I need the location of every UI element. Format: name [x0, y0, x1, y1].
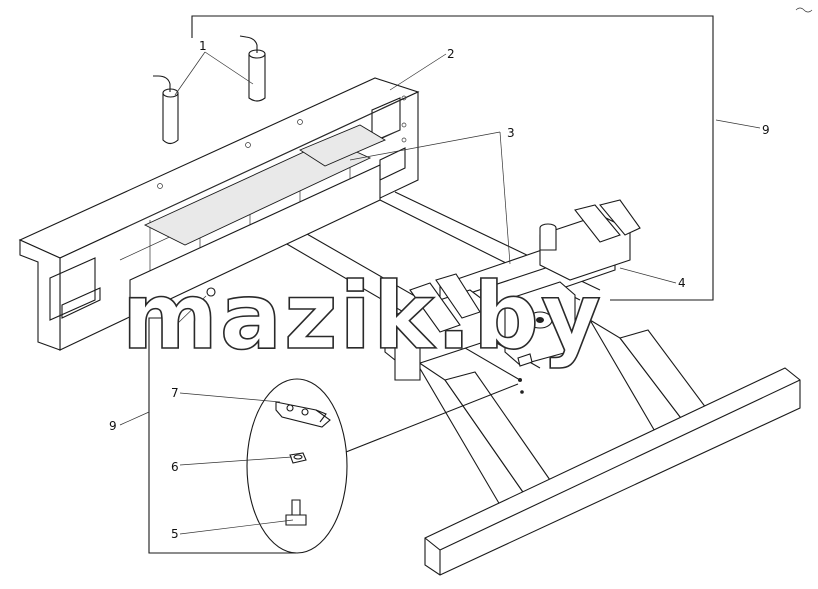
- watermark-text: mazik.by: [122, 263, 603, 370]
- label-part-2: 2: [447, 47, 455, 61]
- main-frame-part-2: [18, 77, 420, 351]
- label-part-9-left: 9: [109, 419, 117, 433]
- bracket-9-left: [148, 317, 296, 554]
- label-part-8: 8: [169, 319, 177, 333]
- roller-bracket-front: [384, 273, 576, 381]
- label-part-1: 1: [199, 39, 207, 53]
- part-number-labels: 1 2 3 4 5 6 7 8 9 9: [109, 39, 770, 541]
- roller-bracket-back: [539, 199, 641, 281]
- corner-logo-icon: [795, 7, 813, 13]
- label-part-5: 5: [171, 527, 179, 541]
- label-part-6: 6: [171, 460, 179, 474]
- lower-beam: [424, 367, 801, 576]
- label-part-7: 7: [171, 386, 179, 400]
- label-part-4: 4: [678, 276, 686, 290]
- rod-part-1: [153, 35, 266, 145]
- bracket-9-right: [191, 15, 714, 301]
- label-part-9-right: 9: [762, 123, 770, 137]
- joint-hardware: [206, 287, 533, 394]
- leader-lines: [119, 51, 761, 535]
- label-part-3: 3: [507, 126, 515, 140]
- detail-callout: [246, 378, 519, 554]
